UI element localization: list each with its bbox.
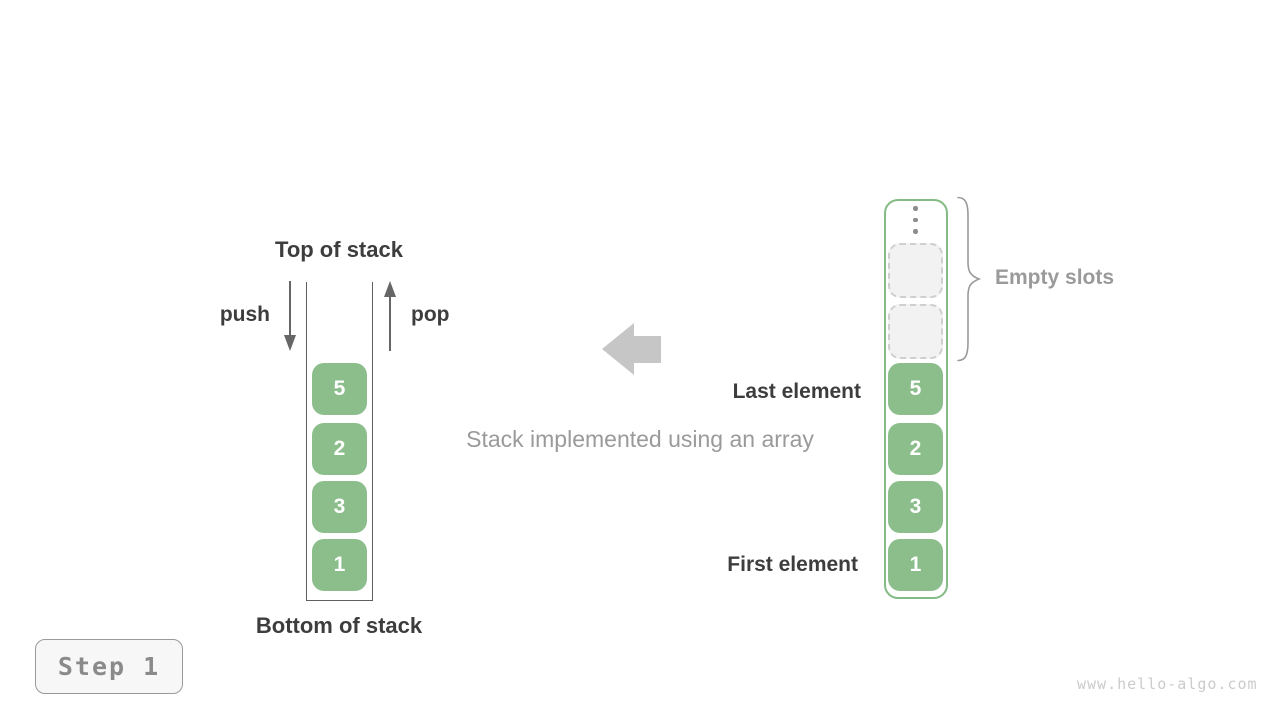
array-box: 2 xyxy=(888,423,943,475)
empty-slot xyxy=(888,243,943,298)
stack-container xyxy=(306,282,373,601)
array-box: 1 xyxy=(888,539,943,591)
left-block-arrow-icon xyxy=(602,323,661,375)
empty-slots-brace xyxy=(957,196,982,362)
step-badge: Step 1 xyxy=(35,639,183,694)
array-box: 3 xyxy=(888,481,943,533)
push-down-arrow-icon xyxy=(284,281,296,351)
stack-box: 2 xyxy=(312,423,367,475)
array-box: 5 xyxy=(888,363,943,415)
bottom-of-stack-label: Bottom of stack xyxy=(255,613,423,638)
stack-box: 1 xyxy=(312,539,367,591)
vertical-ellipsis-icon xyxy=(913,206,918,234)
empty-slots-label: Empty slots xyxy=(995,266,1115,289)
empty-slot xyxy=(888,304,943,359)
push-label: push xyxy=(219,303,270,326)
top-of-stack-label: Top of stack xyxy=(275,237,403,262)
last-element-label: Last element xyxy=(732,380,861,403)
stack-box: 5 xyxy=(312,363,367,415)
diagram-caption: Stack implemented using an array xyxy=(466,426,814,452)
watermark: www.hello-algo.com xyxy=(1077,675,1258,693)
pop-up-arrow-icon xyxy=(384,281,396,351)
pop-label: pop xyxy=(411,303,450,326)
first-element-label: First element xyxy=(727,553,858,576)
stack-box: 3 xyxy=(312,481,367,533)
